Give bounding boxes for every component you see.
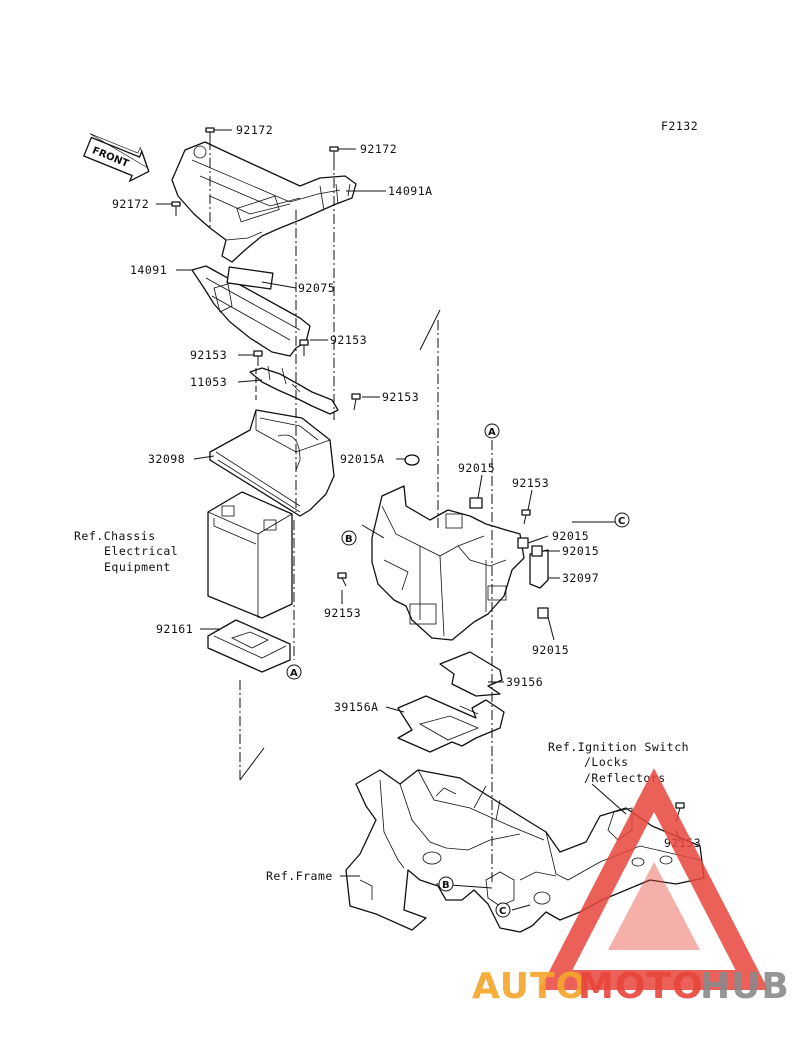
callout-B-case: B bbox=[341, 530, 357, 546]
frame bbox=[345, 769, 705, 933]
svg-text:A: A bbox=[290, 668, 298, 679]
label-92015A: 92015A bbox=[340, 452, 385, 466]
svg-text:B: B bbox=[345, 534, 353, 545]
tray-32098 bbox=[209, 409, 335, 517]
figure-code: F2132 bbox=[661, 119, 698, 133]
mat-39156 bbox=[439, 651, 503, 697]
bolt-92153-e bbox=[337, 572, 347, 587]
label-92015-d: 92015 bbox=[532, 643, 569, 657]
callout-A-bottom: A bbox=[286, 664, 302, 680]
bolt-92153-a bbox=[299, 339, 309, 356]
mat-39156A bbox=[397, 695, 505, 753]
label-92153-b: 92153 bbox=[190, 348, 227, 362]
bolt-92153-d bbox=[521, 509, 531, 525]
svg-text:C: C bbox=[499, 906, 506, 917]
nut-92015-a bbox=[469, 497, 483, 509]
svg-text:B: B bbox=[442, 880, 450, 891]
watermark-logo: AUTO MOTO HUB bbox=[472, 768, 790, 1007]
callout-A-top: A bbox=[484, 423, 500, 439]
label-92153-a: 92153 bbox=[330, 333, 367, 347]
label-92015-a: 92015 bbox=[458, 461, 495, 475]
label-92161: 92161 bbox=[156, 622, 193, 636]
ref-chassis-line3: Equipment bbox=[104, 560, 171, 574]
pad-92161 bbox=[207, 619, 291, 673]
label-14091A: 14091A bbox=[388, 184, 433, 198]
label-92015-b: 92015 bbox=[552, 529, 589, 543]
label-92153-d: 92153 bbox=[512, 476, 549, 490]
label-14091: 14091 bbox=[130, 263, 167, 277]
watermark-triangle-icon bbox=[539, 768, 769, 990]
cover-14091A bbox=[171, 141, 357, 263]
ref-chassis-line2: Electrical bbox=[104, 544, 178, 558]
label-92172-b: 92172 bbox=[360, 142, 397, 156]
front-arrow-icon: FRONT bbox=[83, 133, 150, 183]
label-39156A: 39156A bbox=[334, 700, 379, 714]
nut-92015-b bbox=[517, 537, 529, 549]
bolt-92172-a bbox=[205, 127, 215, 140]
callout-C-frame: C bbox=[495, 902, 511, 918]
label-92172-a: 92172 bbox=[236, 123, 273, 137]
cover-14091 bbox=[191, 265, 311, 357]
bolt-92172-c bbox=[171, 201, 181, 216]
label-92153-c: 92153 bbox=[382, 390, 419, 404]
bolt-92172-b bbox=[329, 146, 339, 160]
callout-B-frame: B bbox=[438, 876, 454, 892]
bolt-92153-b bbox=[253, 350, 263, 366]
label-92015-c: 92015 bbox=[562, 544, 599, 558]
label-39156: 39156 bbox=[506, 675, 543, 689]
watermark-auto: AUTO bbox=[472, 966, 587, 1007]
nut-92015-d bbox=[537, 607, 549, 619]
ref-ignition-line3: /Reflectors bbox=[584, 771, 666, 785]
watermark-moto: MOTO bbox=[578, 966, 704, 1007]
label-32097: 32097 bbox=[562, 571, 599, 585]
label-92172-c: 92172 bbox=[112, 197, 149, 211]
battery-case-32097 bbox=[371, 485, 525, 641]
bolt-92153-c bbox=[351, 393, 361, 411]
ref-chassis-line1: Ref.Chassis bbox=[74, 529, 156, 543]
svg-text:A: A bbox=[488, 427, 496, 438]
nut-92015-c bbox=[531, 545, 543, 557]
callout-C-case: C bbox=[614, 512, 630, 528]
ref-ignition-line1: Ref.Ignition Switch bbox=[548, 740, 689, 754]
label-92075: 92075 bbox=[298, 281, 335, 295]
label-11053: 11053 bbox=[190, 375, 227, 389]
label-32098: 32098 bbox=[148, 452, 185, 466]
leader-lines bbox=[156, 129, 681, 911]
bracket-11053 bbox=[249, 365, 339, 415]
ref-frame: Ref.Frame bbox=[266, 869, 333, 883]
svg-text:C: C bbox=[618, 516, 625, 527]
ref-ignition-line2: /Locks bbox=[584, 755, 629, 769]
battery bbox=[207, 491, 293, 619]
grommet-92015A bbox=[404, 454, 420, 466]
watermark-hub: HUB bbox=[700, 966, 790, 1007]
label-92153-e: 92153 bbox=[324, 606, 361, 620]
